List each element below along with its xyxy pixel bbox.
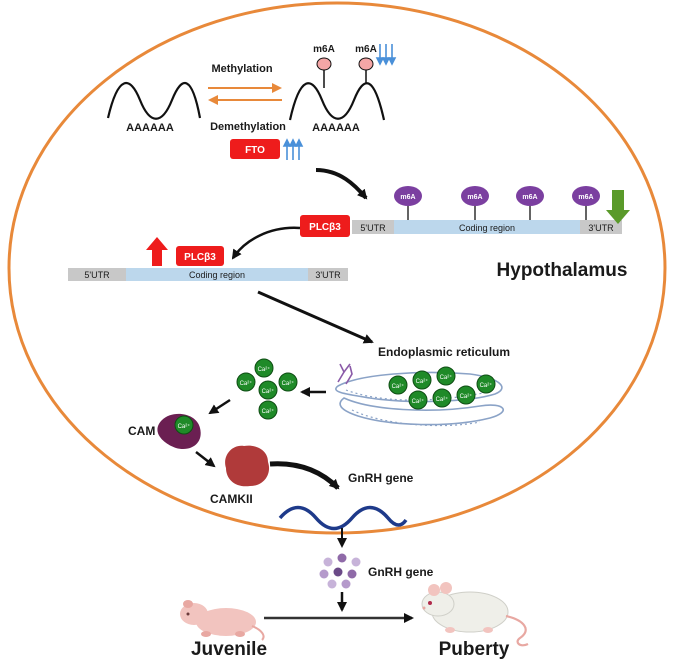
svg-text:Ca²⁺: Ca²⁺ — [460, 393, 473, 400]
region-label: Hypothalamus — [497, 260, 628, 281]
m6a-site-4: m6A — [572, 186, 600, 220]
gnrh-peptide-cluster-icon — [319, 553, 361, 589]
m6a-mark-1-label: m6A — [313, 44, 335, 55]
plc-lower-box — [176, 246, 224, 266]
released-calcium-5: Ca²⁺ — [258, 400, 278, 420]
svg-text:Ca²⁺: Ca²⁺ — [440, 374, 453, 381]
released-calcium-1: Ca²⁺ — [254, 358, 274, 378]
m6a-mark-1-icon — [316, 57, 332, 71]
unmethylated-rna-wave — [106, 81, 202, 120]
svg-text:Ca²⁺: Ca²⁺ — [412, 398, 425, 405]
upper-coding-label: Coding region — [459, 223, 515, 233]
m6a-site-2: m6A — [461, 186, 489, 220]
upper-mrna: 5'UTR Coding region 3'UTR m6A m6A m6A m6… — [352, 186, 630, 234]
m6a-mark-2-label: m6A — [355, 44, 377, 55]
fto-increase-arrows-icon — [282, 138, 304, 160]
lower-coding-label: Coding region — [189, 270, 245, 280]
svg-text:m6A: m6A — [400, 194, 415, 201]
m6a-mark-2-icon — [358, 57, 374, 71]
cam-to-camkii-arrow — [195, 451, 216, 468]
er-calcium-3: Ca²⁺ — [436, 366, 456, 386]
svg-text:Ca²⁺: Ca²⁺ — [282, 380, 295, 387]
gnrh-gene-label-1: GnRH gene — [348, 471, 414, 485]
plc-translation-arrow — [231, 226, 301, 260]
m6a-site-3: m6A — [516, 186, 544, 220]
svg-text:m6A: m6A — [467, 194, 482, 201]
lower-utr3-label: 3'UTR — [315, 270, 341, 280]
mrna-to-er-arrow — [257, 290, 374, 344]
er-calcium-5: Ca²⁺ — [432, 388, 452, 408]
upper-utr3-label: 3'UTR — [588, 223, 614, 233]
er-calcium-2: Ca²⁺ — [412, 370, 432, 390]
methylation-equilibrium: AAAAAA AAAAAA m6A m6A Methylation Demeth… — [106, 44, 397, 134]
juvenile-label: Juvenile — [191, 639, 267, 660]
gnrh-gene-label-2: GnRH gene — [368, 565, 434, 579]
upper-utr5-label: 5'UTR — [360, 223, 386, 233]
er-label: Endoplasmic reticulum — [378, 345, 510, 359]
released-calcium-cluster: Ca²⁺ Ca²⁺ Ca²⁺ Ca²⁺ Ca²⁺ — [236, 358, 298, 420]
demethylation-label: Demethylation — [210, 121, 286, 133]
released-calcium-3: Ca²⁺ — [258, 380, 278, 400]
svg-text:Ca²⁺: Ca²⁺ — [262, 388, 275, 395]
svg-text:m6A: m6A — [522, 194, 537, 201]
hypothalamus-cell-outline — [7, 1, 667, 535]
fto-to-mrna-arrow — [315, 168, 368, 200]
er-calcium-6: Ca²⁺ — [456, 385, 476, 405]
fto-label: FTO — [245, 145, 265, 156]
lower-mrna: 5'UTR Coding region 3'UTR PLCβ3 — [68, 237, 348, 281]
m6a-decrease-green-arrow-icon — [606, 190, 630, 224]
puberty-label: Puberty — [439, 639, 510, 660]
fto-enzyme: FTO — [230, 138, 304, 160]
svg-text:Ca²⁺: Ca²⁺ — [178, 423, 191, 430]
puberty-mouse-icon — [421, 582, 529, 647]
polyA-left: AAAAAA — [126, 122, 174, 134]
polyA-right: AAAAAA — [312, 122, 360, 134]
lower-utr5-segment — [68, 268, 126, 281]
er-calcium-4: Ca²⁺ — [408, 390, 428, 410]
svg-text:Ca²⁺: Ca²⁺ — [480, 382, 493, 389]
upper-utr5-segment — [352, 220, 394, 234]
er-calcium-7: Ca²⁺ — [476, 374, 496, 394]
endoplasmic-reticulum-icon — [335, 363, 504, 427]
juvenile-mouse-icon — [180, 600, 265, 641]
cam-label: CAM — [128, 424, 155, 438]
svg-text:Ca²⁺: Ca²⁺ — [240, 380, 253, 387]
lower-utr3-segment — [308, 268, 348, 281]
m6a-decrease-arrows-icon — [375, 44, 397, 66]
calcium-to-cam-arrow — [208, 398, 231, 415]
plc-increase-red-arrow-icon — [146, 237, 168, 266]
svg-text:Ca²⁺: Ca²⁺ — [262, 408, 275, 415]
upper-utr3-segment — [580, 220, 622, 234]
camkii-label: CAMKII — [210, 492, 253, 506]
methylated-rna-wave — [288, 82, 386, 121]
gnrh-gene-wave-icon — [278, 505, 408, 531]
camkii-protein-icon — [225, 445, 270, 487]
plc-upper-label: PLCβ3 — [309, 222, 341, 233]
svg-text:Ca²⁺: Ca²⁺ — [392, 383, 405, 390]
cam-protein-icon: Ca²⁺ — [157, 413, 201, 450]
er-calcium-cluster: Ca²⁺ Ca²⁺ Ca²⁺ Ca²⁺ Ca²⁺ Ca²⁺ Ca²⁺ — [388, 366, 496, 410]
svg-text:Ca²⁺: Ca²⁺ — [416, 378, 429, 385]
svg-text:Ca²⁺: Ca²⁺ — [258, 366, 271, 373]
released-calcium-4: Ca²⁺ — [278, 372, 298, 392]
released-calcium-2: Ca²⁺ — [236, 372, 256, 392]
lower-utr5-label: 5'UTR — [84, 270, 110, 280]
lower-coding-segment — [126, 268, 308, 281]
methylation-label: Methylation — [211, 63, 272, 75]
er-calcium-1: Ca²⁺ — [388, 375, 408, 395]
plc-upper-box — [300, 215, 350, 237]
svg-text:m6A: m6A — [578, 194, 593, 201]
m6a-site-1: m6A — [394, 186, 422, 220]
plc-lower-label: PLCβ3 — [184, 252, 216, 263]
upper-coding-segment — [394, 220, 580, 234]
camkii-to-gnrh-arrow — [269, 461, 340, 490]
svg-text:Ca²⁺: Ca²⁺ — [436, 396, 449, 403]
